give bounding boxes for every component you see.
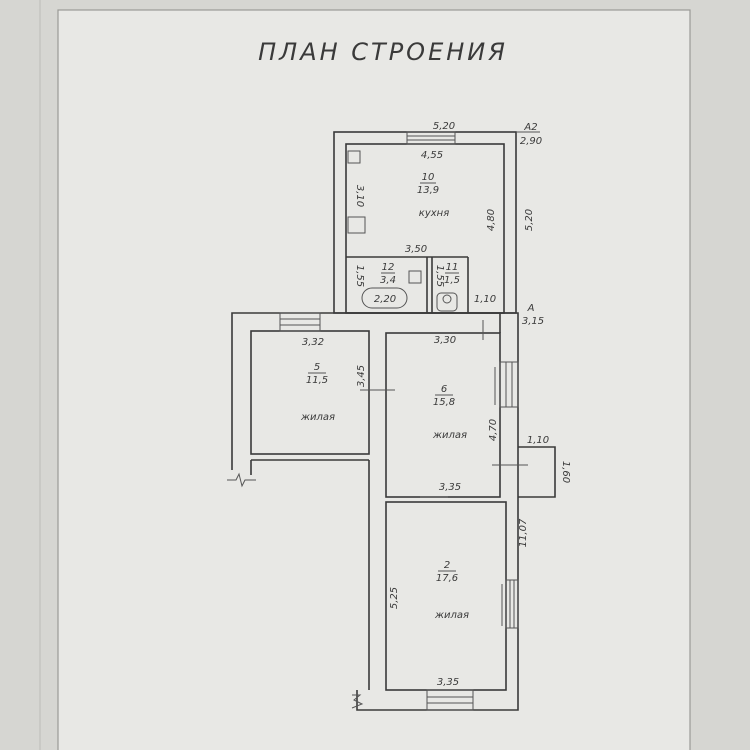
room-labels: 10 13,9 кухня 12 3,4 11 1,5 5 11,5 жилая… [300,172,469,621]
axis-markers: А2 2,90 А 3,15 [520,122,544,327]
svg-text:11,07: 11,07 [518,518,529,547]
svg-text:3,35: 3,35 [437,677,459,688]
svg-text:3,10: 3,10 [354,185,365,207]
svg-text:1,55: 1,55 [434,265,445,287]
svg-text:3,32: 3,32 [302,337,324,348]
svg-text:А2: А2 [523,122,537,133]
svg-text:5: 5 [314,362,320,373]
svg-text:2: 2 [444,560,450,571]
svg-text:А: А [527,303,535,314]
svg-text:кухня: кухня [419,208,449,219]
svg-text:1,5: 1,5 [444,275,460,286]
svg-text:1,55: 1,55 [354,265,365,287]
kitchen-window [406,131,456,145]
svg-text:3,30: 3,30 [434,335,456,346]
svg-text:3,45: 3,45 [356,365,367,387]
svg-text:2,90: 2,90 [520,136,542,147]
svg-text:1,10: 1,10 [527,435,549,446]
washbasin-icon [408,270,422,284]
svg-text:5,20: 5,20 [433,121,455,132]
svg-text:11: 11 [446,262,459,273]
svg-text:2,20: 2,20 [374,294,396,305]
svg-text:11,5: 11,5 [306,375,328,386]
svg-text:5,25: 5,25 [389,587,400,609]
svg-text:1,60: 1,60 [560,461,571,483]
svg-text:17,6: 17,6 [436,573,458,584]
room2-window [505,579,519,629]
paper-frame [57,9,691,750]
room5-window [279,312,321,332]
svg-text:6: 6 [441,384,447,395]
svg-text:3,50: 3,50 [405,244,427,255]
svg-text:13,9: 13,9 [417,185,439,196]
room2-door [426,689,474,711]
svg-text:жилая: жилая [432,430,467,441]
svg-text:3,15: 3,15 [522,316,544,327]
bathtub-icon [361,287,408,309]
sink-icon [347,150,361,164]
svg-text:4,55: 4,55 [421,150,443,161]
break-line [227,472,256,488]
walls [227,131,556,711]
fixtures [347,150,458,312]
svg-text:12: 12 [382,262,395,273]
svg-text:10: 10 [422,172,435,183]
svg-text:жилая: жилая [300,412,335,423]
plan-title: ПЛАН СТРОЕНИЯ [258,38,508,66]
room6-window [499,361,519,408]
dimension-labels: 5,20 4,55 3,10 4,80 5,20 3,50 1,55 2,20 … [302,121,571,688]
svg-text:4,70: 4,70 [488,419,499,441]
svg-text:жилая: жилая [434,610,469,621]
break-line-bottom [351,694,364,709]
svg-text:5,20: 5,20 [524,209,535,231]
toilet-icon [436,292,458,312]
svg-text:3,35: 3,35 [439,482,461,493]
svg-text:1,10: 1,10 [474,294,496,305]
svg-text:15,8: 15,8 [433,397,455,408]
svg-text:4,80: 4,80 [486,209,497,231]
svg-text:3,4: 3,4 [380,275,396,286]
stove-icon [347,216,366,234]
